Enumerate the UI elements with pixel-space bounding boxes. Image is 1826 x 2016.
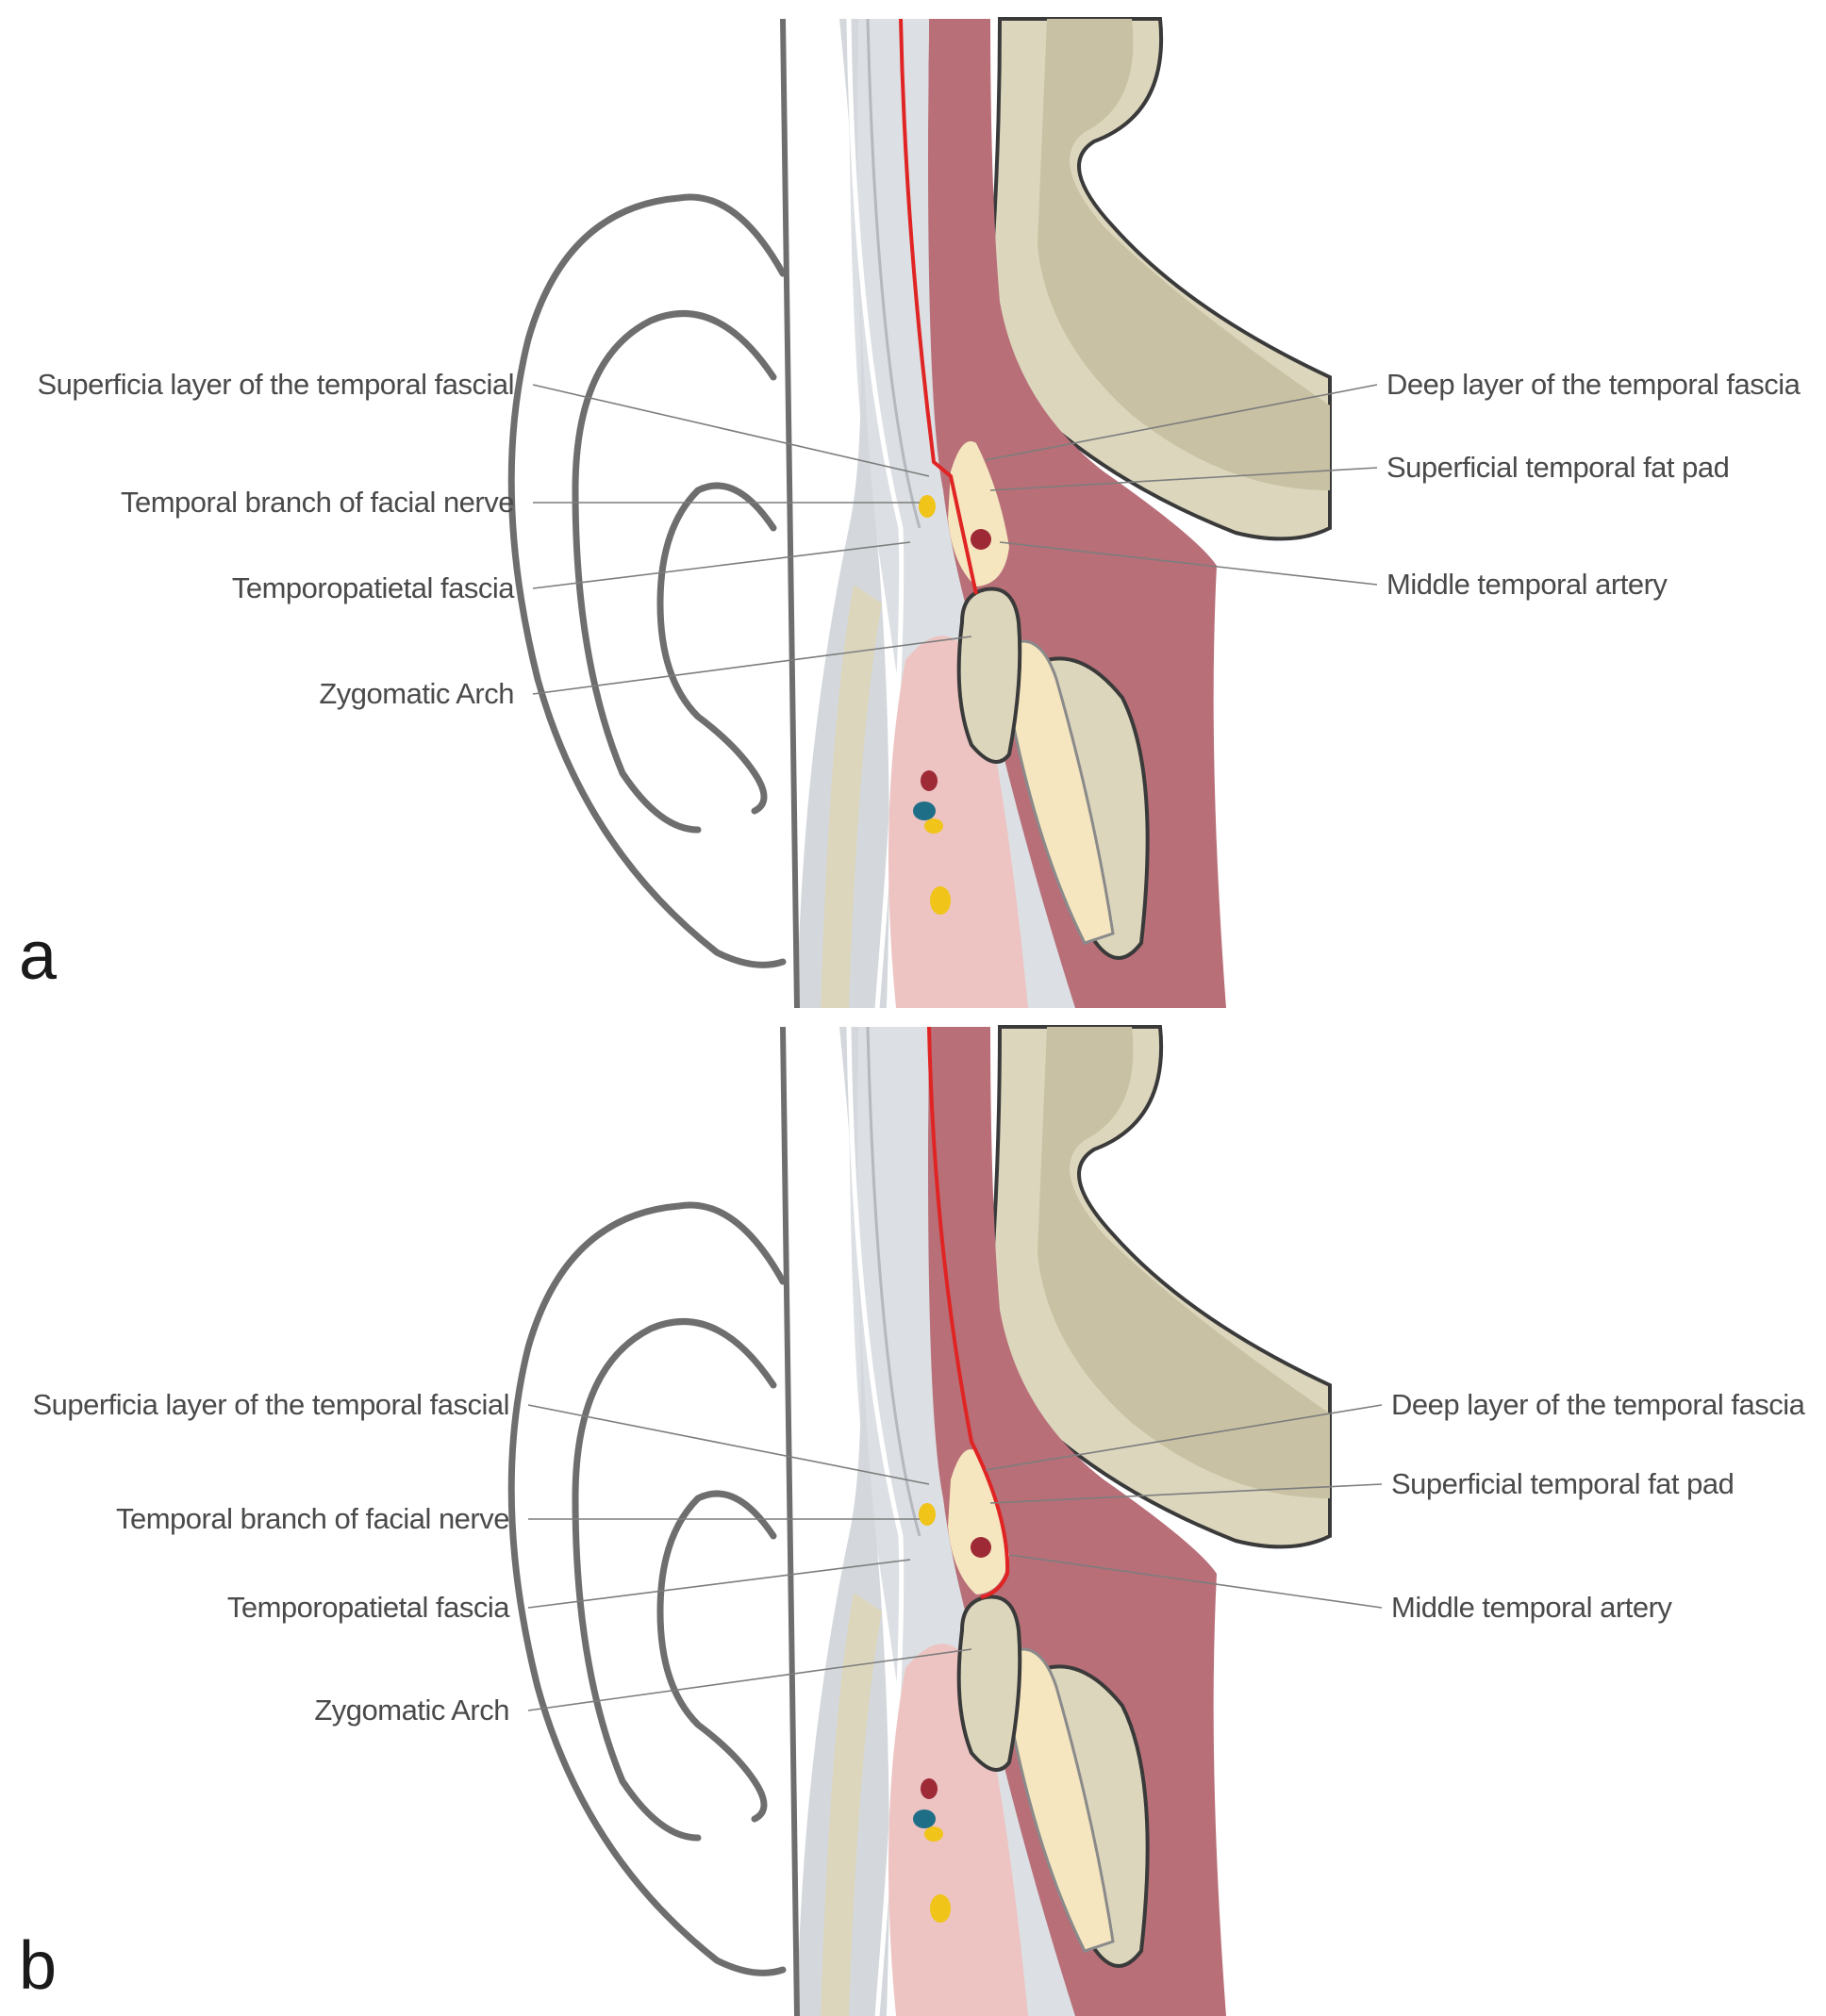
- label-middle-artery: Middle temporal artery: [1386, 568, 1668, 601]
- nerve-dot-lower-2: [930, 1894, 951, 1923]
- label-temporal-branch: Temporal branch of facial nerve: [116, 1502, 509, 1535]
- panel-a: Superficia layer of the temporal fascial…: [19, 17, 1801, 1008]
- label-fat-pad: Superficial temporal fat pad: [1386, 451, 1729, 484]
- label-zygomatic: Zygomatic Arch: [314, 1694, 509, 1727]
- scalp-line-1: [780, 1026, 800, 2016]
- leader-middle-artery: [999, 541, 1378, 586]
- panel-letter: b: [19, 1928, 57, 2004]
- nerve-dot: [919, 495, 936, 518]
- label-temporoparietal: Temporopatietal fascia: [227, 1591, 510, 1624]
- label-temporoparietal: Temporopatietal fascia: [232, 571, 515, 604]
- panel-letter: a: [19, 918, 58, 994]
- cranial-bone-inner: [1038, 19, 1330, 490]
- ear-helix-inner: [572, 310, 777, 834]
- leader-fat-pad: [989, 1483, 1383, 1504]
- label-superficial-layer: Superficia layer of the temporal fascial: [37, 368, 514, 401]
- panel-b-illustration: Superficia layer of the temporal fascial…: [19, 1025, 1806, 2016]
- ear-helix-inner: [572, 1318, 777, 1842]
- label-deep-layer: Deep layer of the temporal fascia: [1391, 1388, 1806, 1421]
- scalp-line-1: [780, 18, 800, 1008]
- ear-outline: [507, 1201, 787, 1976]
- nerve-dot-lower-2: [930, 886, 951, 915]
- leader-deep-layer: [985, 384, 1378, 461]
- label-middle-artery: Middle temporal artery: [1391, 1591, 1672, 1624]
- mandible-fat: [998, 639, 1115, 945]
- label-fat-pad: Superficial temporal fat pad: [1391, 1467, 1734, 1500]
- label-zygomatic: Zygomatic Arch: [319, 677, 514, 710]
- leader-zygomatic: [532, 636, 972, 695]
- panel-b: Superficia layer of the temporal fascial…: [0, 1008, 1826, 2016]
- bone-band-lower: [821, 1593, 882, 2016]
- label-superficial-layer: Superficia layer of the temporal fascial: [32, 1388, 509, 1421]
- bone-band-lower: [821, 585, 882, 1008]
- dissection-plane-line: [927, 1026, 1010, 1599]
- artery-dot: [971, 529, 991, 550]
- label-deep-layer: Deep layer of the temporal fascia: [1386, 368, 1801, 401]
- panel-a-illustration: Superficia layer of the temporal fascial…: [19, 17, 1801, 1008]
- artery-dot-lower: [921, 770, 938, 791]
- ear-antihelix: [656, 482, 777, 815]
- dissection-plane-line: [899, 18, 978, 595]
- label-temporal-branch: Temporal branch of facial nerve: [121, 486, 514, 519]
- leader-superficial-layer: [527, 1404, 930, 1485]
- scalp-line-3: [866, 18, 921, 529]
- leader-middle-artery: [1008, 1554, 1383, 1609]
- vein-dot: [913, 801, 936, 820]
- zygomatic-arch-shape: [956, 587, 1022, 764]
- parotid-region: [888, 636, 1028, 1008]
- leader-fat-pad: [989, 467, 1378, 491]
- nerve-dot-lower-1: [924, 1826, 943, 1842]
- artery-dot-lower: [921, 1778, 938, 1799]
- leader-zygomatic: [527, 1648, 972, 1711]
- scalp-line-3: [866, 1026, 921, 1537]
- parotid-region: [888, 1644, 1028, 2016]
- skin-layer: [797, 19, 889, 1008]
- leader-temporoparietal: [532, 541, 911, 589]
- artery-dot: [971, 1537, 991, 1558]
- vein-dot: [913, 1809, 936, 1828]
- fat-pad-shape: [948, 441, 1009, 587]
- zygomatic-arch-shape: [956, 1595, 1022, 1772]
- ear-antihelix: [656, 1490, 777, 1823]
- fat-pad-shape: [948, 1449, 1009, 1595]
- cranial-bone-inner: [1038, 1027, 1330, 1498]
- mandible-fat: [998, 1647, 1115, 1953]
- nerve-dot-lower-1: [924, 818, 943, 834]
- leader-deep-layer: [985, 1404, 1383, 1471]
- leader-temporoparietal: [527, 1559, 911, 1609]
- skin-layer: [797, 1027, 889, 2016]
- ear-outline: [507, 193, 787, 968]
- fascia-layers: [849, 19, 1075, 1008]
- fascia-layers: [849, 1027, 1075, 2016]
- leader-superficial-layer: [532, 384, 930, 477]
- nerve-dot: [919, 1503, 936, 1526]
